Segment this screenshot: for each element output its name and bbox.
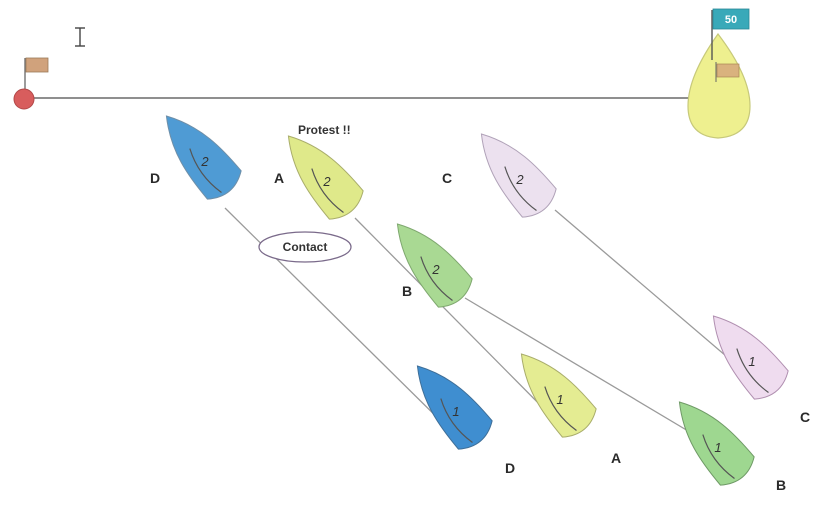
label-boat-b-2: B <box>402 283 412 299</box>
boat-c-2-hull <box>480 133 557 218</box>
boat-b-2-hull <box>396 223 473 308</box>
pin-flag <box>25 57 49 73</box>
pin-buoy <box>13 88 35 110</box>
boat-b-2-number: 2 <box>431 262 440 277</box>
boat-d-2-sail <box>189 148 222 194</box>
boat-a-position-1: 1 <box>520 353 597 438</box>
boat-d-position-2: 2 <box>165 115 242 200</box>
boat-d-1-hull <box>416 365 493 450</box>
boat-d-position-1: 1 <box>416 365 493 450</box>
boat-a-2-number: 2 <box>322 174 331 189</box>
boat-a-2-sail <box>311 168 344 214</box>
boat-b-1-number: 1 <box>714 440 721 455</box>
track-b <box>464 297 721 451</box>
boat-c-position-2: 2 <box>480 133 557 218</box>
track-a <box>354 217 561 426</box>
pin-end <box>13 57 49 110</box>
label-boat-c-2: C <box>442 170 452 186</box>
label-boat-a-1: A <box>611 450 621 466</box>
boat-b-position-1: 1 <box>678 401 755 486</box>
boat-b-2-sail <box>420 256 453 302</box>
text-cursor-icon <box>75 27 85 47</box>
contact-ellipse <box>258 231 352 263</box>
contact-label: Contact <box>283 240 328 254</box>
boat-c-2-sail <box>504 166 537 212</box>
protest-label: Protest !! <box>298 123 351 137</box>
boat-d-2-hull <box>165 115 242 200</box>
label-boat-a-2: A <box>274 170 284 186</box>
boat-b-1-sail <box>702 434 735 480</box>
boat-c-position-1: 1 <box>712 315 789 400</box>
boat-a-position-2: 2 <box>287 135 364 220</box>
committee-boat: 50 <box>687 8 751 139</box>
boat-b-1-hull <box>678 401 755 486</box>
boat-d-1-number: 1 <box>452 404 459 419</box>
boat-c-1-sail <box>736 348 769 394</box>
committee-boat-hull <box>687 32 751 139</box>
boat-d-1-sail <box>440 398 473 444</box>
boat-d-2-number: 2 <box>200 154 209 169</box>
committee-flag <box>712 8 750 30</box>
committee-small-flag <box>716 63 740 78</box>
boat-a-2-hull <box>287 135 364 220</box>
label-boat-d-2: D <box>150 170 160 186</box>
boat-c-2-number: 2 <box>515 172 524 187</box>
boat-a-1-hull <box>520 353 597 438</box>
boat-a-1-number: 1 <box>556 392 563 407</box>
label-boat-d-1: D <box>505 460 515 476</box>
boat-c-1-hull <box>712 315 789 400</box>
boat-c-1-number: 1 <box>748 354 755 369</box>
label-boat-c-1: C <box>800 409 810 425</box>
boat-a-1-sail <box>544 386 577 432</box>
boat-b-position-2: 2 <box>396 223 473 308</box>
label-boat-b-1: B <box>776 477 786 493</box>
committee-flag-text: 50 <box>725 14 737 26</box>
